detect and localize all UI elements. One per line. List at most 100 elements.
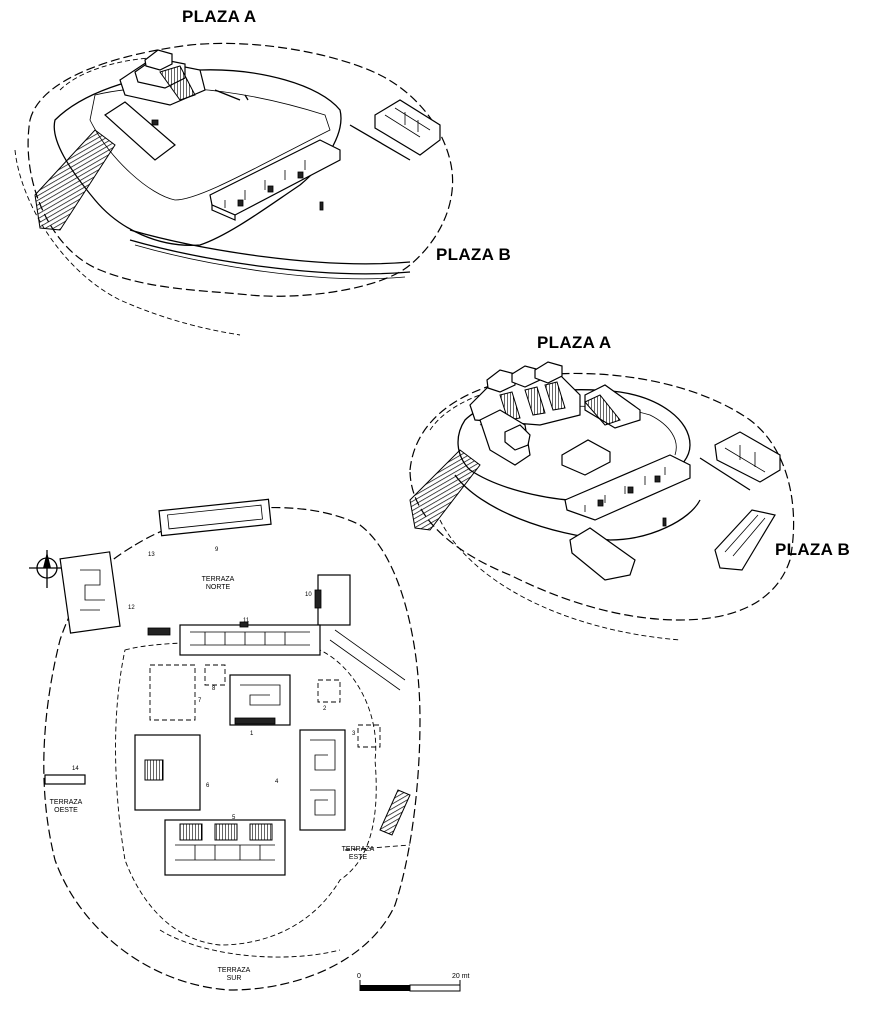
plan-outer-boundary — [43, 506, 421, 991]
site-plan — [29, 498, 461, 992]
mid-right-building-wall — [699, 457, 751, 491]
top-perspective-view — [14, 42, 454, 336]
mid-palace-range — [564, 454, 691, 521]
mid-right-pyramid-stair — [584, 394, 621, 426]
mid-temple-1 — [486, 369, 516, 393]
top-palace-door-b — [267, 185, 274, 193]
structure-number-5: 5 — [232, 815, 236, 821]
north-arrow-icon — [29, 550, 65, 588]
structure-number-13: 13 — [148, 552, 155, 558]
mid-stair-ramp — [409, 449, 481, 531]
mid-lower-contour-2 — [429, 381, 541, 431]
mid-center-altar — [561, 439, 611, 476]
terrace-este-line-1: TERRAZA — [341, 846, 375, 853]
top-human-figure — [319, 201, 324, 211]
mid-plaza-b-label: PLAZA B — [775, 540, 851, 559]
middle-perspective-view — [409, 361, 795, 641]
top-small-altar — [151, 119, 159, 126]
terrace-oeste-line-1: TERRAZA — [49, 799, 83, 806]
terrace-este-label: TERRAZA ESTE — [338, 846, 378, 862]
structure-number-4: 4 — [275, 779, 279, 785]
mid-front-pyramid-top — [504, 424, 531, 451]
plan-structure-11-door — [239, 621, 249, 628]
mid-palace-doors — [584, 467, 666, 512]
plan-structure-12-rooms — [80, 569, 105, 611]
top-plaza-a-label: PLAZA A — [182, 7, 257, 26]
plan-structure-14 — [44, 774, 86, 785]
top-right-building-rooms — [384, 107, 431, 138]
plan-structure-8 — [204, 664, 226, 686]
plan-structure-3 — [357, 724, 381, 748]
structure-number-12: 12 — [128, 605, 135, 611]
terrace-sur-label: TERRAZA SUR — [214, 967, 254, 983]
mid-lower-building-right — [714, 509, 776, 571]
mid-lower-building-right-inner — [724, 514, 766, 557]
plan-structure-7 — [149, 664, 196, 721]
top-terrace-step-3 — [134, 244, 406, 280]
plan-structure-4-rooms — [310, 739, 336, 816]
structure-number-14: 14 — [72, 766, 79, 772]
plan-structure-11-rooms — [190, 631, 310, 646]
mid-right-building — [714, 431, 781, 483]
scale-end-label: 20 mt — [452, 973, 470, 980]
terrace-norte-line-1: TERRAZA — [201, 576, 235, 583]
plan-structure-10 — [317, 574, 351, 626]
mid-right-building-rooms — [724, 445, 766, 473]
plan-access-lines — [329, 629, 406, 691]
plan-structure-5-rooms — [175, 844, 275, 861]
top-stair-ramp — [34, 129, 116, 231]
structure-number-9: 9 — [215, 547, 219, 553]
scale-start-label: 0 — [357, 973, 361, 980]
plan-structure-5-stair-c — [249, 823, 273, 841]
mid-temple-stair-1 — [499, 391, 521, 421]
mid-palace-door-a — [597, 499, 604, 507]
plan-structure-1-stair — [234, 717, 276, 725]
terrace-este-line-2: ESTE — [348, 854, 368, 861]
top-small-line-2 — [244, 94, 249, 101]
mid-temple-stair-3 — [544, 381, 566, 411]
plan-structure-2 — [317, 679, 341, 703]
structure-number-6: 6 — [206, 783, 210, 789]
top-terrace-step-2 — [129, 239, 411, 275]
top-outer-terrace-contour — [27, 42, 454, 297]
plan-east-stair — [379, 789, 411, 836]
structure-number-11: 11 — [243, 618, 250, 624]
plan-structure-9 — [158, 498, 272, 537]
top-palace-door-c — [297, 171, 304, 179]
top-palace-door-a — [237, 199, 244, 207]
top-temple-stair — [159, 65, 196, 101]
terrace-sur-line-2: SUR — [226, 975, 242, 982]
terrace-norte-label: TERRAZA NORTE — [198, 576, 238, 592]
top-plaza-b-label: PLAZA B — [436, 245, 512, 264]
mid-palace-door-c — [654, 475, 661, 483]
top-palace-doors — [224, 160, 306, 208]
structure-number-3: 3 — [352, 731, 356, 737]
top-right-building-wall — [349, 124, 411, 161]
plan-structure-11 — [179, 624, 321, 656]
plan-sur-contour — [159, 929, 341, 958]
plan-este-contour — [344, 844, 411, 851]
mid-temple-3 — [534, 361, 563, 384]
top-long-platform — [104, 101, 176, 161]
plan-structure-5-stair-b — [214, 823, 238, 841]
top-temple-top — [144, 49, 173, 71]
structure-number-10: 10 — [305, 592, 312, 598]
plan-structure-1-rooms — [240, 684, 281, 706]
plan-structure-9-inner — [167, 504, 263, 530]
plan-structure-5-stair-a — [179, 823, 203, 841]
mid-lower-contour — [439, 519, 681, 641]
terrace-sur-line-1: TERRAZA — [217, 967, 251, 974]
plan-structure-4 — [299, 729, 346, 831]
terrace-norte-line-2: NORTE — [205, 584, 231, 591]
structure-number-8: 8 — [212, 686, 216, 692]
mid-plaza-a-label: PLAZA A — [537, 333, 612, 352]
plan-structure-11-stair — [147, 627, 171, 636]
mid-human-figure — [662, 517, 667, 527]
plan-structure-12 — [59, 551, 121, 634]
top-right-building — [374, 99, 441, 156]
mid-lower-building-left — [569, 527, 636, 581]
terrace-oeste-label: TERRAZA OESTE — [46, 799, 86, 815]
top-lower-contour-2 — [59, 57, 151, 91]
